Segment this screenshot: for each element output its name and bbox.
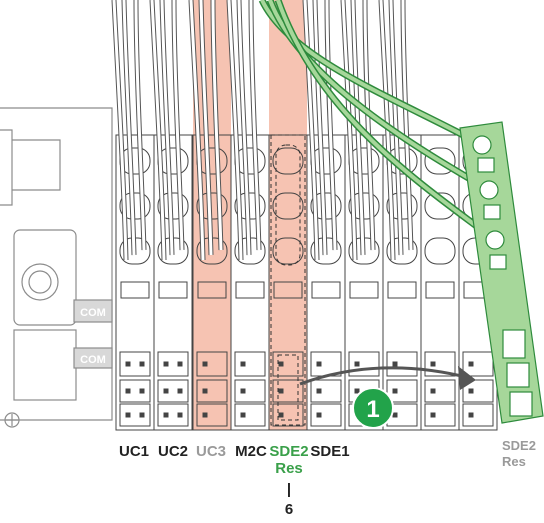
chassis — [0, 107, 113, 428]
com-label-top: COM — [80, 307, 106, 319]
removed-sde2-label: SDE2 — [502, 438, 536, 453]
wire-fill — [189, 0, 205, 261]
label-m2c: M2C — [235, 443, 267, 460]
wire-fill — [112, 0, 128, 261]
wire-fill — [313, 0, 327, 256]
label-uc2: UC2 — [158, 443, 188, 460]
sde2-highlight — [269, 0, 307, 430]
callout-number: 6 — [285, 501, 293, 518]
callout-line: | — [287, 481, 291, 498]
green-wire-fill — [268, 0, 491, 192]
com-label-bottom: COM — [80, 354, 106, 366]
wire-fill — [249, 0, 261, 251]
wire-fill — [363, 0, 375, 251]
step-number: 1 — [366, 396, 379, 423]
sde2-removed-outline — [270, 134, 306, 426]
wire-fill — [150, 0, 166, 261]
wire-fill — [325, 0, 337, 251]
wire-fill — [172, 0, 184, 251]
wire-fill — [122, 0, 136, 256]
label-uc1: UC1 — [119, 443, 149, 460]
wire-fill — [401, 0, 413, 251]
wire-fill — [199, 0, 213, 256]
label-sde2: SDE2 — [269, 443, 308, 460]
wire-fill — [211, 0, 223, 251]
terminal-column — [420, 134, 460, 431]
wire-bundle — [111, 0, 498, 261]
wire-fill — [134, 0, 146, 251]
removal-arrow — [299, 366, 471, 386]
removal-arrow-head — [458, 366, 476, 390]
label-uc3: UC3 — [196, 443, 226, 460]
wire-fill — [160, 0, 174, 256]
terminal-column — [115, 134, 155, 431]
label-sde1: SDE1 — [310, 443, 349, 460]
step-badge — [352, 387, 394, 429]
wire-fill — [341, 0, 357, 261]
wire-fill — [303, 0, 319, 261]
wire-fill — [227, 0, 243, 261]
removed-res-label: Res — [502, 454, 526, 469]
wire-fill — [237, 0, 251, 256]
terminal-column — [153, 134, 193, 431]
terminal-columns — [115, 134, 498, 431]
green-wire-fill — [276, 0, 497, 242]
label-res: Res — [275, 460, 303, 477]
sde2-module-removed — [459, 121, 544, 424]
